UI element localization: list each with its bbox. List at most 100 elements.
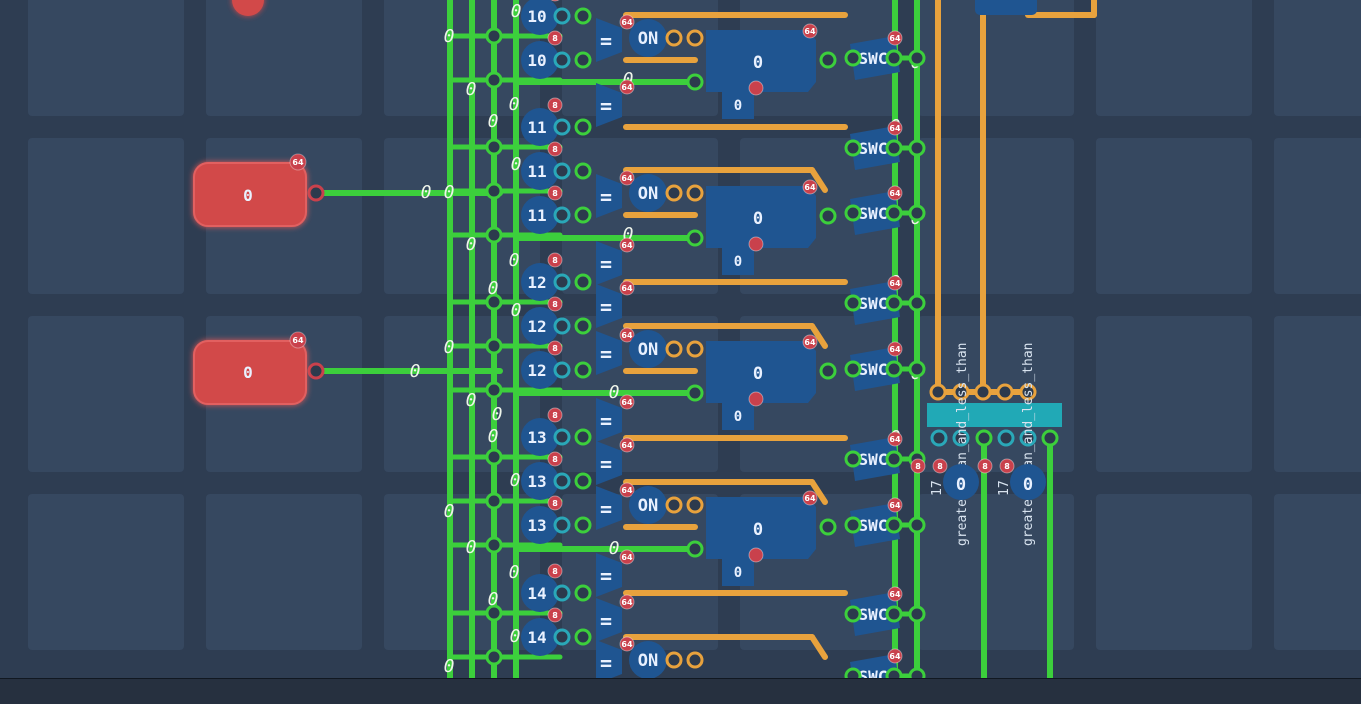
swc-port-in-2 — [844, 204, 862, 222]
compare-label-10: 13 — [527, 516, 546, 535]
equals-badge-9 — [619, 549, 635, 565]
compare-port-a-6 — [553, 317, 571, 335]
equals-badge-4 — [619, 280, 635, 296]
grid-tile — [384, 138, 540, 294]
grid-tile — [918, 138, 1074, 294]
equals-badge-7 — [619, 437, 635, 453]
swc-bus-node-1 — [908, 139, 926, 157]
compare-input-12 — [521, 618, 559, 656]
swc-bus-node-3 — [908, 294, 926, 312]
swc-port-out-1 — [885, 139, 903, 157]
input-pin-1[interactable]: 0 64 — [193, 153, 307, 227]
register-sub-value-2: 0 — [734, 409, 742, 425]
switch-label-0: ON — [638, 29, 658, 49]
wire-value-35: 0 — [609, 538, 620, 559]
wire-value-14: 0 — [444, 501, 455, 522]
wire-value-13: 0 — [492, 404, 503, 425]
equals-badge-6-text: 64 — [621, 398, 633, 407]
custom-port-3 — [997, 429, 1015, 447]
orange-port — [952, 383, 970, 401]
swc-badge-0 — [887, 30, 903, 46]
equals-symbol-6: = — [600, 409, 612, 433]
compare-badge-4-text: 8 — [552, 189, 558, 198]
custom-component-1[interactable]: greater_than_and_less_than 17 0 — [927, 343, 995, 547]
compare-badge-8 — [547, 407, 563, 423]
reg-green-port-0 — [686, 73, 704, 91]
compare-badge-3-text: 8 — [552, 145, 558, 154]
switch-port-b-2 — [686, 340, 704, 358]
compare-port-b-12 — [574, 628, 592, 646]
compare-port-a-9 — [553, 472, 571, 490]
grid-tile — [28, 316, 184, 472]
swc-port-out-6 — [885, 516, 903, 534]
input-pin-2-port — [307, 362, 325, 380]
switch-2 — [629, 330, 667, 368]
swc-2 — [850, 191, 900, 235]
custom-component-1-index: 17 — [930, 480, 945, 496]
switch-port-a-3 — [665, 496, 683, 514]
equals-badge-2-text: 64 — [621, 174, 633, 183]
custom-badge-3 — [999, 458, 1015, 474]
swc-port-out-3 — [885, 294, 903, 312]
swc-badge-0-text: 64 — [889, 34, 901, 43]
compare-port-a-4 — [553, 206, 571, 224]
swc-label-6: SWC — [859, 516, 888, 535]
input-pin-2[interactable]: 0 64 — [193, 331, 307, 405]
custom-port-0 — [930, 429, 948, 447]
input-pin-1-port — [307, 184, 325, 202]
equals-symbol-5: = — [600, 342, 612, 366]
equals-badge-5-text: 64 — [621, 331, 633, 340]
swc-badge-1-text: 64 — [889, 124, 901, 133]
equals-badge-9-text: 64 — [621, 553, 633, 562]
custom-badge-1 — [932, 458, 948, 474]
tap-node-12 — [485, 648, 503, 666]
compare-badge-3 — [547, 141, 563, 157]
custom-component-2[interactable]: greater_than_and_less_than 17 0 — [995, 343, 1062, 547]
register-badge-3-text: 64 — [804, 494, 816, 503]
partial-component — [975, 0, 1037, 15]
equals-gate-3 — [596, 241, 622, 285]
tap-node-9 — [485, 492, 503, 510]
swc-badge-2-text: 64 — [889, 189, 901, 198]
compare-badge-0 — [550, 0, 560, 2]
compare-input-7 — [521, 351, 559, 389]
grid-tile — [1274, 316, 1361, 472]
equals-badge-5 — [619, 327, 635, 343]
custom-port-5 — [1041, 429, 1059, 447]
swc-label-2: SWC — [859, 204, 888, 223]
grid-tile — [1274, 138, 1361, 294]
compare-badge-11 — [547, 563, 563, 579]
switch-1 — [629, 174, 667, 212]
compare-port-a-10 — [553, 516, 571, 534]
components-layer: 0000000000000000000000000000000000001081… — [410, 0, 1059, 698]
register-save-badge-1 — [748, 236, 764, 252]
compare-port-a-5 — [553, 273, 571, 291]
switch-port-a-4 — [665, 651, 683, 669]
wire-value-19: 0 — [511, 1, 522, 22]
swc-badge-7-text: 64 — [889, 590, 901, 599]
compare-label-6: 12 — [527, 317, 546, 336]
equals-badge-10-text: 64 — [621, 598, 633, 607]
compare-port-b-4 — [574, 206, 592, 224]
wire-value-4: 0 — [444, 182, 455, 203]
swc-badge-8-text: 64 — [889, 652, 901, 661]
input-pin-partial[interactable] — [232, 0, 264, 16]
custom-badge-3-text: 8 — [1004, 462, 1010, 471]
equals-gate-0 — [596, 18, 622, 62]
switch-port-a-1 — [665, 184, 683, 202]
register-value-2: 0 — [753, 364, 763, 384]
custom-component-2-name: greater_than_and_less_than — [1021, 343, 1036, 547]
equals-symbol-7: = — [600, 452, 612, 476]
custom-badge-0-text: 8 — [915, 462, 921, 471]
register-value-1: 0 — [753, 209, 763, 229]
input-pin-2-value: 0 — [243, 363, 253, 382]
compare-port-b-11 — [574, 584, 592, 602]
register-sub-0 — [722, 91, 754, 119]
equals-symbol-8: = — [600, 497, 612, 521]
input-pin-2-badge: 64 — [292, 336, 304, 345]
tap-node-11 — [485, 604, 503, 622]
swc-port-in-0 — [844, 49, 862, 67]
equals-badge-1-text: 64 — [621, 83, 633, 92]
swc-label-8: SWC — [859, 667, 888, 678]
